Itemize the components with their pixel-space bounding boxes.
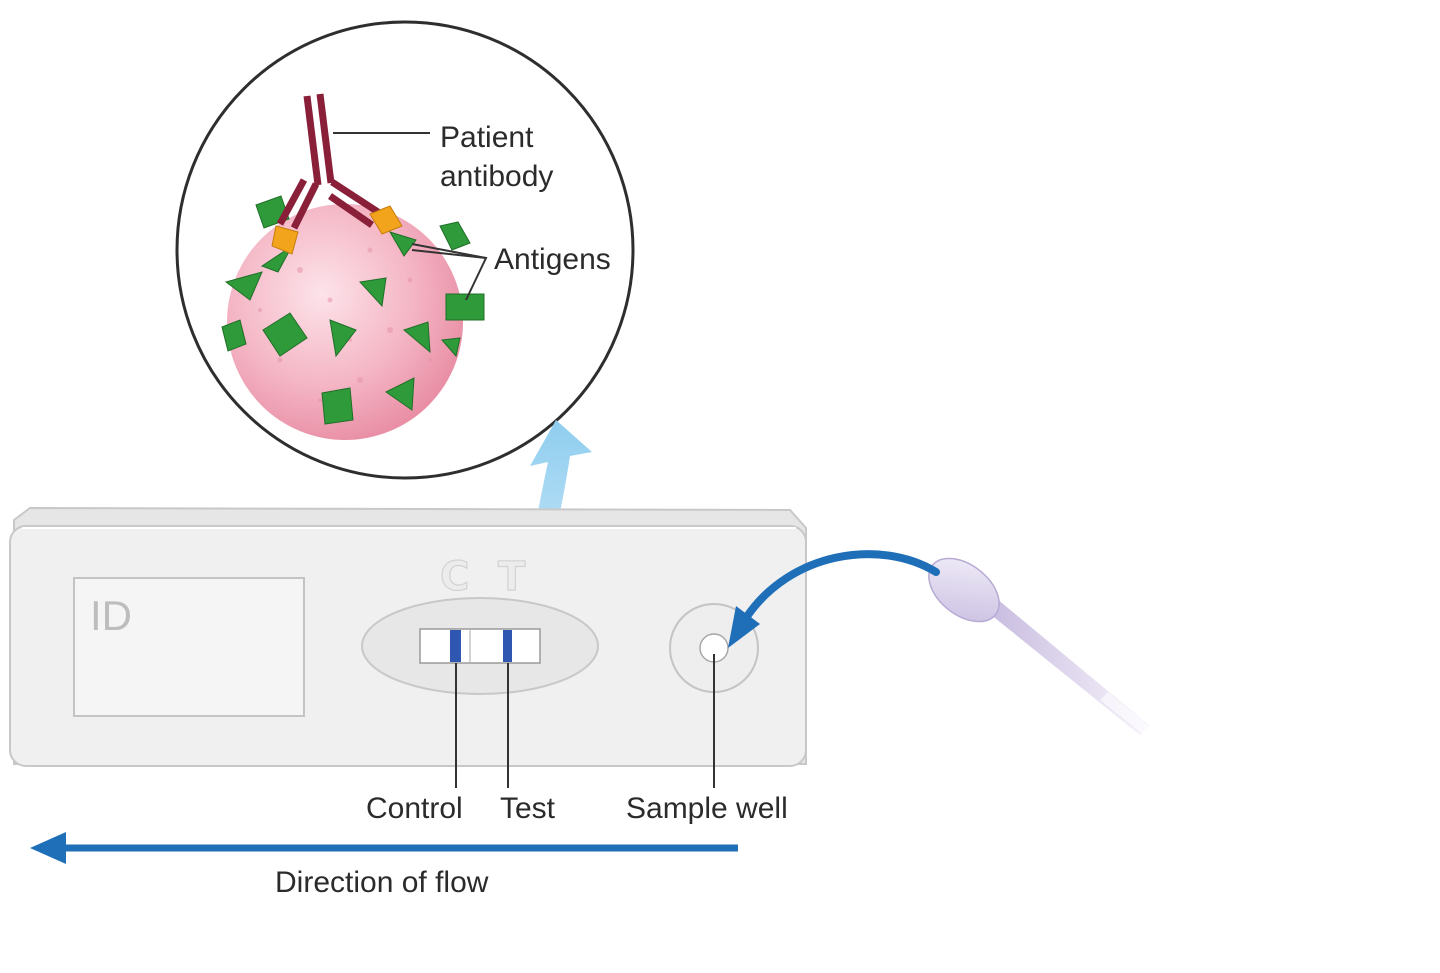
test-cassette: ID C T [9, 506, 807, 767]
control-band [450, 630, 461, 662]
result-strip [419, 628, 541, 664]
id-label: ID [90, 592, 132, 639]
test-band [503, 630, 512, 662]
control-letter: C [440, 554, 469, 600]
patient-antibody [276, 93, 380, 230]
test-letter: T [498, 554, 526, 600]
swab [928, 557, 1156, 740]
zoom-circle [175, 20, 635, 480]
zoom-leader-lines [333, 132, 488, 301]
patient-antibody-label: Patient [440, 121, 534, 154]
antigens-label: Antigens [494, 243, 611, 276]
bead-particle [227, 204, 463, 440]
control-label: Control [366, 792, 463, 825]
direction-of-flow-arrow [30, 832, 738, 864]
sample-well-label: Sample well [626, 792, 788, 825]
antibody-binding-sites [271, 205, 403, 255]
direction-of-flow-label: Direction of flow [275, 866, 489, 899]
test-label: Test [500, 792, 556, 825]
id-window [73, 577, 305, 717]
patient-antibody-label-line2: antibody [440, 160, 553, 193]
sample-application-arrow [728, 550, 940, 648]
cassette-leader-lines [455, 654, 715, 788]
